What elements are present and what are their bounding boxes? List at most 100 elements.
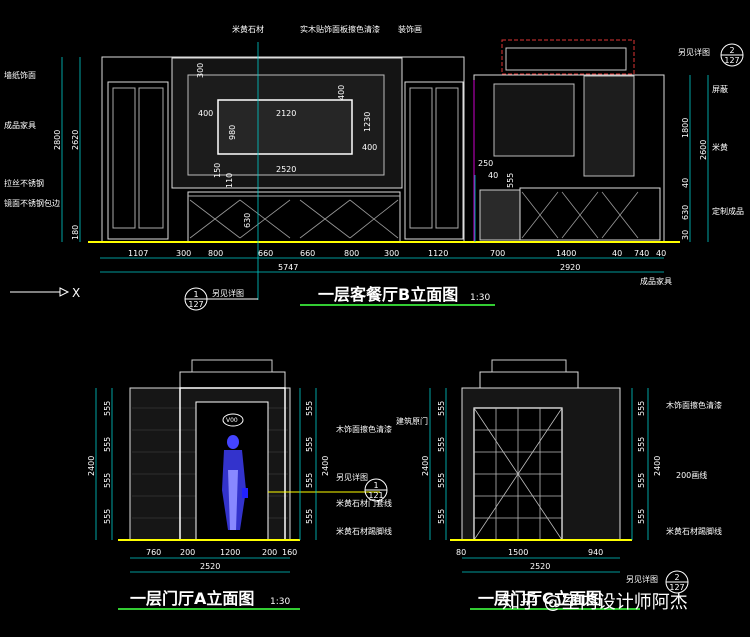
svg-text:400: 400 [337,85,346,100]
svg-text:木饰面擦色清漆: 木饰面擦色清漆 [666,400,722,410]
right-elevation: 555 555 555 555 2400 555 555 555 555 240… [396,359,722,610]
svg-text:400: 400 [198,109,213,118]
svg-text:555: 555 [103,473,112,488]
svg-text:127: 127 [669,583,684,592]
svg-text:121: 121 [368,491,383,500]
svg-text:V00: V00 [226,417,238,424]
svg-text:555: 555 [305,401,314,416]
svg-text:660: 660 [258,249,273,258]
svg-text:80: 80 [456,548,466,557]
svg-text:127: 127 [724,56,739,65]
svg-text:1500: 1500 [508,548,528,557]
svg-text:555: 555 [637,473,646,488]
top-dim-total-left: 5747 [278,263,298,272]
svg-text:另见详图: 另见详图 [212,288,244,298]
svg-text:150: 150 [213,163,222,178]
svg-text:555: 555 [103,437,112,452]
svg-text:555: 555 [637,401,646,416]
top-drawing-scale: 1:30 [470,293,490,303]
svg-text:2520: 2520 [200,562,220,571]
svg-text:1230: 1230 [363,112,372,132]
svg-text:另见详图: 另见详图 [336,472,368,482]
svg-text:127: 127 [188,300,203,309]
svg-text:760: 760 [146,548,161,557]
svg-text:400: 400 [362,143,377,152]
left-drawing-title: 一层门厅A立面图 [130,589,254,608]
svg-text:555: 555 [437,437,446,452]
svg-text:630: 630 [243,213,252,228]
svg-text:300: 300 [176,249,191,258]
svg-text:1120: 1120 [428,249,448,258]
svg-text:木饰面擦色清漆: 木饰面擦色清漆 [336,424,392,434]
svg-text:1800: 1800 [681,118,690,138]
svg-text:2: 2 [674,573,679,582]
svg-text:200画线: 200画线 [676,470,707,480]
svg-text:300: 300 [384,249,399,258]
top-dims-row1: 1107 300 800 660 660 800 300 1120 700 14… [128,249,666,258]
svg-text:装饰画: 装饰画 [398,24,422,34]
svg-text:1: 1 [373,481,378,490]
svg-text:300: 300 [196,63,205,78]
svg-text:40: 40 [488,171,498,180]
svg-text:米黄石材: 米黄石材 [232,24,264,34]
svg-text:940: 940 [588,548,603,557]
svg-text:555: 555 [305,473,314,488]
svg-text:2400: 2400 [421,456,430,476]
svg-text:160: 160 [282,548,297,557]
svg-text:1107: 1107 [128,249,148,258]
svg-text:1: 1 [193,290,198,299]
svg-text:800: 800 [344,249,359,258]
svg-text:250: 250 [478,159,493,168]
svg-text:米黄: 米黄 [712,142,728,152]
left-drawing-scale: 1:30 [270,597,290,607]
svg-text:米黄石材踢脚线: 米黄石材踢脚线 [336,526,392,536]
svg-text:630: 630 [681,205,690,220]
svg-text:555: 555 [103,401,112,416]
svg-text:555: 555 [305,509,314,524]
svg-text:700: 700 [490,249,505,258]
svg-text:555: 555 [103,509,112,524]
svg-text:980: 980 [228,125,237,140]
svg-text:200: 200 [262,548,277,557]
svg-text:2600: 2600 [699,140,708,160]
top-drawing-title: 一层客餐厅B立面图 [318,285,458,304]
right-drawing-title: 一层门厅C立面图 [478,589,602,608]
svg-text:2400: 2400 [321,456,330,476]
human-figure [222,435,248,530]
svg-text:墙纸饰面: 墙纸饰面 [4,70,36,80]
decorative-painting [217,99,353,155]
svg-text:660: 660 [300,249,315,258]
svg-text:2800: 2800 [53,130,62,150]
svg-text:米黄石材踢脚线: 米黄石材踢脚线 [666,526,722,536]
svg-text:555: 555 [637,437,646,452]
svg-text:200: 200 [180,548,195,557]
svg-text:成品家具: 成品家具 [640,276,672,286]
right-cabinet [404,81,464,240]
watermark: 知乎 @室内设计师阿杰 [502,592,688,613]
svg-text:30: 30 [681,230,690,240]
svg-text:米黄石材门套线: 米黄石材门套线 [336,498,392,508]
svg-text:555: 555 [437,401,446,416]
tv-cabinet [187,191,401,243]
wall-niche [493,83,575,157]
left-cabinet [107,81,169,240]
svg-text:555: 555 [637,509,646,524]
left-elevation: V00 555 555 555 555 2400 555 555 555 555… [87,359,392,610]
svg-text:实木贴饰面板擦色清漆: 实木贴饰面板擦色清漆 [300,24,380,34]
top-elevation: X 1 127 另见详图 一层客餐厅B立面图 1:30 2 127 另见详图 米… [4,24,744,311]
svg-text:2120: 2120 [276,109,296,118]
svg-text:另见详图: 另见详图 [626,574,658,584]
svg-text:2520: 2520 [276,165,296,174]
svg-text:另见详图: 另见详图 [678,47,710,57]
svg-text:2400: 2400 [87,456,96,476]
svg-text:40: 40 [612,249,622,258]
top-inner-dims: 300 400 2120 400 980 1230 400 2520 150 1… [196,63,515,228]
svg-text:成品家具: 成品家具 [4,120,36,130]
svg-text:2: 2 [729,46,734,55]
svg-text:740: 740 [634,249,649,258]
svg-text:屏蔽: 屏蔽 [712,84,728,94]
svg-text:555: 555 [305,437,314,452]
svg-text:1400: 1400 [556,249,576,258]
svg-text:555: 555 [437,473,446,488]
